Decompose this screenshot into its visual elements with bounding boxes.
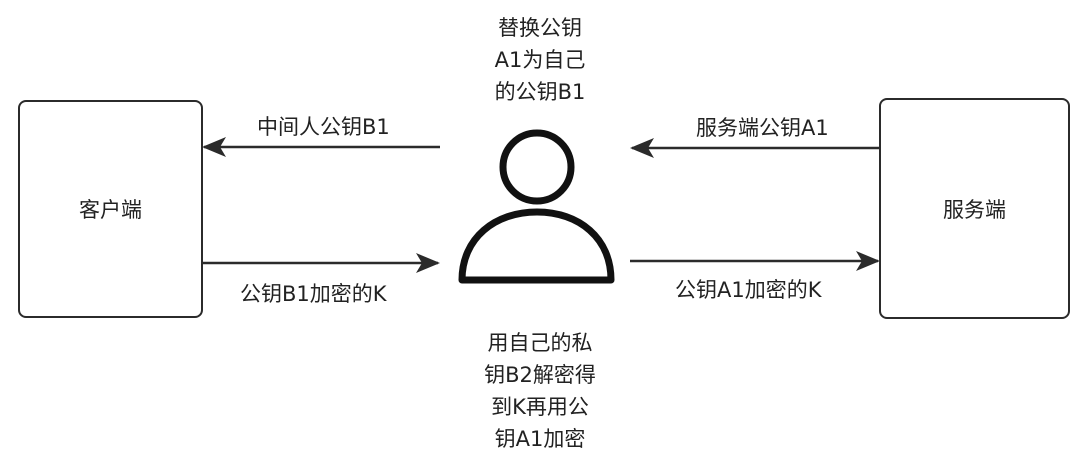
client-label: 客户端: [79, 198, 142, 222]
edge-label-server-to-mitm: 服务端公钥A1: [696, 116, 829, 140]
client-node: 客户端: [18, 100, 203, 318]
arrow-mitm-to-client: [202, 137, 440, 157]
note-top: 替换公钥 A1为自己 的公钥B1: [440, 12, 640, 108]
server-label: 服务端: [943, 197, 1006, 222]
note-top-line: A1为自己: [494, 48, 586, 72]
arrow-client-to-mitm: [202, 253, 440, 273]
note-bottom-line: 钥B2解密得: [484, 363, 596, 387]
note-bottom-line: 用自己的私: [487, 331, 593, 355]
edge-label-client-to-mitm: 公钥B1加密的K: [240, 282, 387, 306]
arrow-server-to-mitm: [630, 138, 880, 158]
edge-label-mitm-to-server: 公钥A1加密的K: [675, 278, 822, 302]
note-bottom: 用自己的私 钥B2解密得 到K再用公 钥A1加密: [440, 327, 640, 455]
edge-label-mitm-to-client: 中间人公钥B1: [257, 115, 390, 139]
arrow-mitm-to-server: [630, 251, 880, 271]
note-bottom-line: 到K再用公: [491, 395, 589, 419]
note-top-line: 替换公钥: [498, 16, 582, 40]
person-icon: [458, 129, 615, 284]
server-node: 服务端: [879, 98, 1070, 319]
note-top-line: 的公钥B1: [494, 80, 586, 104]
note-bottom-line: 钥A1加密: [494, 427, 586, 451]
